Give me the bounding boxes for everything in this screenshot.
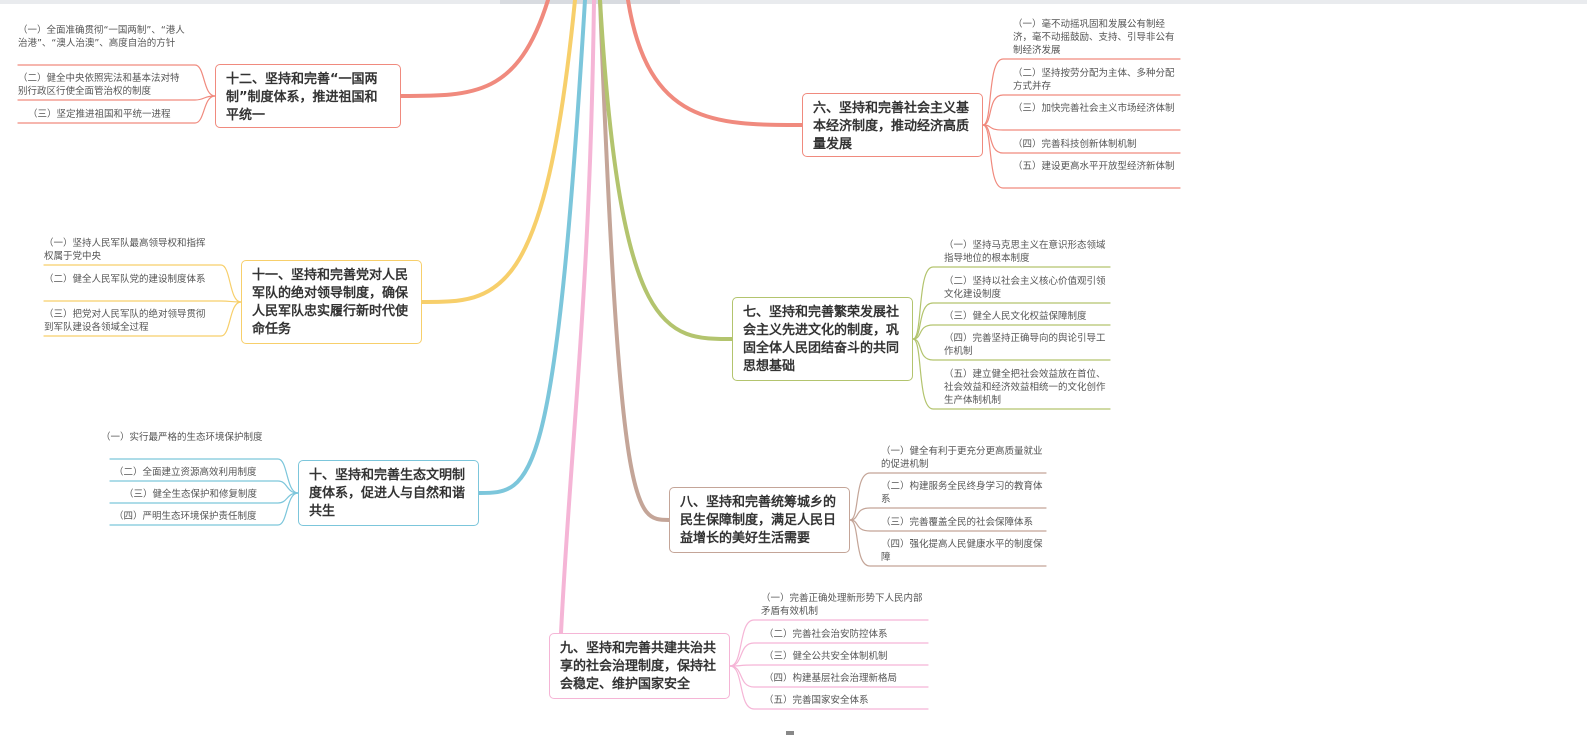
subtopic-link-b8-1	[849, 472, 1047, 521]
subtopic-b10-4[interactable]: （四）严明生态环境保护责任制度	[114, 511, 257, 522]
branch-link-b11	[420, 0, 577, 304]
subtopic-link-b6-3	[982, 124, 1181, 131]
subtopic-b6-4[interactable]: （四）完善科技创新体制机制	[1013, 139, 1137, 150]
subtopic-link-b9-1	[729, 619, 929, 667]
subtopic-link-b6-1	[982, 58, 1181, 126]
subtopic-b9-1[interactable]: （一）完善正确处理新形势下人民内部矛盾有效机制	[761, 593, 923, 617]
subtopic-b6-3[interactable]: （三）加快完善社会主义市场经济体制	[1013, 103, 1175, 114]
subtopic-link-b6-5	[982, 124, 1181, 189]
subtopic-b9-5[interactable]: （五）完善国家安全体系	[764, 695, 869, 706]
topic-node-b10[interactable]: 十、坚持和完善生态文明制度体系，促进人与自然和谐共生	[298, 460, 479, 526]
branch-link-b9	[559, 0, 596, 635]
subtopic-b9-4[interactable]: （四）构建基层社会治理新格局	[764, 673, 898, 684]
subtopic-b7-4[interactable]: （四）完善坚持正确导向的舆论引导工作机制	[944, 333, 1106, 357]
subtopic-link-b7-4	[912, 338, 1111, 361]
branch-link-b10	[477, 0, 587, 495]
subtopic-link-b9-2	[729, 642, 929, 667]
subtopic-link-b8-4	[849, 519, 1047, 567]
subtopic-link-b11-1	[43, 264, 242, 303]
topic-node-b7[interactable]: 七、坚持和完善繁荣发展社会主义先进文化的制度，巩固全体人民团结奋斗的共同思想基础	[732, 297, 913, 381]
subtopic-b7-1[interactable]: （一）坚持马克思主义在意识形态领域指导地位的根本制度	[944, 240, 1106, 264]
branch-link-b6	[626, 0, 804, 127]
subtopic-link-b7-5	[912, 338, 1111, 410]
topic-node-b8[interactable]: 八、坚持和完善统筹城乡的民生保障制度，满足人民日益增长的美好生活需要	[669, 487, 850, 553]
subtopic-b8-1[interactable]: （一）健全有利于更充分更高质量就业的促进机制	[881, 446, 1043, 470]
subtopic-link-b8-3	[849, 519, 1047, 532]
subtopic-b9-2[interactable]: （二）完善社会治安防控体系	[764, 629, 888, 640]
topic-node-b9[interactable]: 九、坚持和完善共建共治共享的社会治理制度，保持社会稳定、维护国家安全	[549, 633, 730, 699]
subtopic-link-b10-4	[109, 492, 299, 526]
subtopic-link-b7-1	[912, 266, 1111, 340]
subtopic-b10-2[interactable]: （二）全面建立资源高效利用制度	[114, 467, 257, 478]
subtopic-link-b10-1	[109, 458, 299, 494]
subtopic-link-b11-3	[43, 301, 242, 337]
subtopic-b11-2[interactable]: （二）健全人民军队党的建设制度体系	[44, 274, 206, 285]
subtopic-b7-2[interactable]: （二）坚持以社会主义核心价值观引领文化建设制度	[944, 276, 1106, 300]
subtopic-b12-1[interactable]: （一）全面准确贯彻“一国两制”、“港人治港”、“澳人治澳”、高度自治的方针	[18, 25, 185, 49]
subtopic-b11-1[interactable]: （一）坚持人民军队最高领导权和指挥权属于党中央	[44, 238, 206, 262]
subtopic-link-b7-3	[912, 324, 1111, 340]
subtopic-b8-4[interactable]: （四）强化提高人民健康水平的制度保障	[881, 539, 1043, 563]
subtopic-b11-3[interactable]: （三）把党对人民军队的绝对领导贯彻到军队建设各领域全过程	[44, 309, 206, 333]
subtopic-b8-3[interactable]: （三）完善覆盖全民的社会保障体系	[881, 517, 1034, 528]
subtopic-link-b6-2	[982, 94, 1181, 126]
subtopic-b6-5[interactable]: （五）建设更高水平开放型经济新体制	[1013, 161, 1175, 172]
subtopic-b12-2[interactable]: （二）健全中央依照宪法和基本法对特别行政区行使全面管治权的制度	[18, 73, 180, 97]
top-toolbar-strip	[0, 0, 1587, 4]
subtopic-b6-2[interactable]: （二）坚持按劳分配为主体、多种分配方式并存	[1013, 68, 1175, 92]
subtopic-b9-3[interactable]: （三）健全公共安全体制机制	[764, 651, 888, 662]
subtopic-link-b9-3	[729, 664, 929, 667]
toolbar-tab-strip	[500, 0, 680, 4]
subtopic-link-b7-2	[912, 302, 1111, 340]
topic-node-b6[interactable]: 六、坚持和完善社会主义基本经济制度，推动经济高质量发展	[802, 93, 983, 157]
subtopic-link-b11-2	[43, 300, 242, 303]
subtopic-b8-2[interactable]: （二）构建服务全民终身学习的教育体系	[881, 481, 1043, 505]
subtopic-b7-3[interactable]: （三）健全人民文化权益保障制度	[944, 311, 1087, 322]
subtopic-link-b10-2	[109, 480, 299, 494]
subtopic-link-b12-3	[17, 95, 216, 124]
branch-link-b12	[399, 0, 550, 98]
subtopic-link-b8-2	[849, 507, 1047, 521]
subtopic-b6-1[interactable]: （一）毫不动摇巩固和发展公有制经济，毫不动摇鼓励、支持、引导非公有制经济发展	[1013, 19, 1175, 56]
subtopic-link-b12-1	[17, 64, 216, 97]
topic-node-b12[interactable]: 十二、坚持和完善“一国两制”制度体系，推进祖国和平统一	[215, 64, 401, 128]
subtopic-b12-3[interactable]: （三）坚定推进祖国和平统一进程	[28, 109, 171, 120]
branch-link-b8	[598, 0, 671, 522]
subtopic-b10-3[interactable]: （三）健全生态保护和修复制度	[124, 489, 258, 500]
branch-link-b7	[598, 0, 734, 341]
subtopic-b10-1[interactable]: （一）实行最严格的生态环境保护制度	[101, 432, 263, 443]
subtopic-b7-5[interactable]: （五）建立健全把社会效益放在首位、社会效益和经济效益相统一的文化创作生产体制机制	[944, 369, 1106, 406]
scroll-indicator[interactable]	[786, 731, 794, 735]
topic-node-b11[interactable]: 十一、坚持和完善党对人民军队的绝对领导制度，确保人民军队忠实履行新时代使命任务	[241, 260, 422, 344]
subtopic-link-b9-5	[729, 665, 929, 710]
